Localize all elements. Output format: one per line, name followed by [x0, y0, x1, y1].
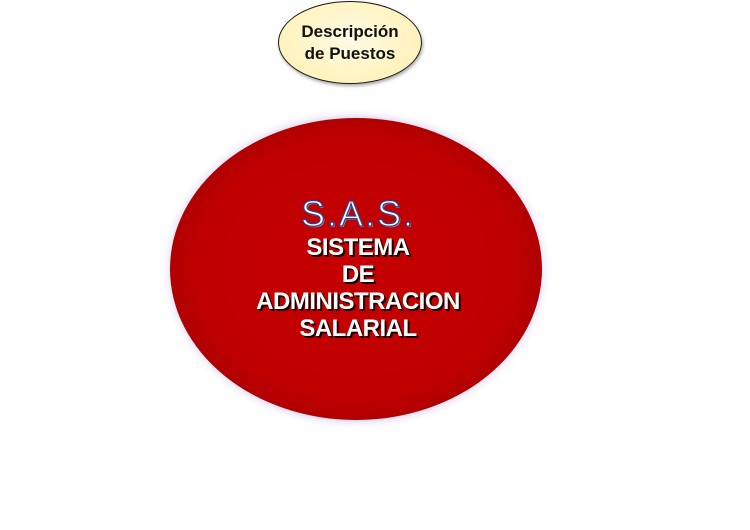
sas-line-salarial: SALARIAL	[299, 315, 417, 342]
sas-line-sistema: SISTEMA	[306, 234, 410, 261]
descripcion-de-puestos-label: Descripción de Puestos	[290, 21, 410, 65]
top-node-line-1: Descripción	[301, 21, 399, 41]
sas-ellipse	[159, 107, 553, 431]
sas-abbreviation: S.A.S.	[300, 193, 416, 234]
descripcion-de-puestos-node: Descripción de Puestos	[278, 1, 422, 84]
sas-ellipse-fill	[170, 118, 542, 420]
sas-line-administracion: ADMINISTRACION	[256, 288, 460, 315]
sas-line-de: DE	[341, 261, 375, 288]
sas-node	[158, 106, 554, 432]
top-node-line-2: de Puestos	[304, 43, 396, 63]
sas-text-block: S.A.S. SISTEMA DE ADMINISTRACION SALARIA…	[158, 193, 558, 342]
